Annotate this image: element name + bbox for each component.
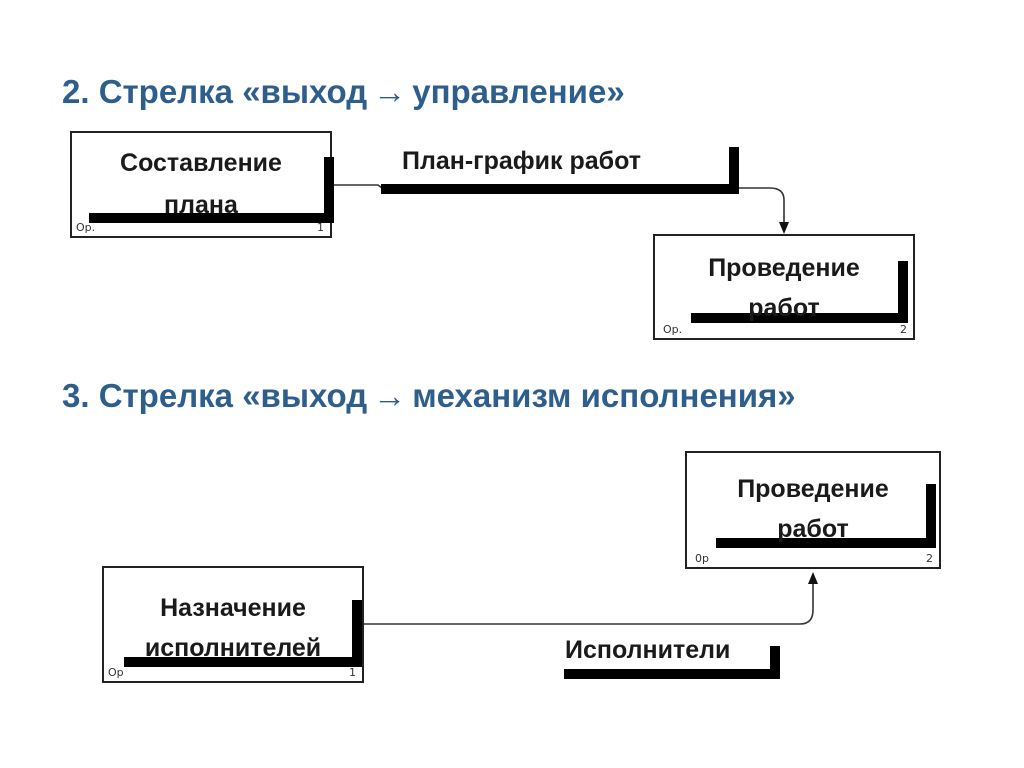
activity-box-plan-drafting-label-line2: плана bbox=[164, 191, 238, 219]
activity-box-plan-drafting: Составление плана Op. 1 bbox=[70, 131, 332, 238]
heading-arrow-icon: → bbox=[373, 377, 407, 414]
heading-output-mechanism-prefix: 3. Стрелка «выход bbox=[62, 377, 368, 414]
heading-output-mechanism: 3. Стрелка «выход→механизм исполнения» bbox=[62, 376, 796, 416]
box-assign-performers-underline-bar bbox=[124, 657, 362, 667]
box-work-execution-1-underline-bar bbox=[691, 313, 908, 323]
box-work-execution-2-underline-bar bbox=[716, 538, 936, 548]
activity-box-assign-performers-op: Op bbox=[108, 666, 124, 679]
activity-box-assign-performers-label-line1: Назначение bbox=[160, 594, 306, 622]
heading-output-control-suffix: управление» bbox=[412, 73, 625, 110]
arrow-label-schedule-underline-bar bbox=[381, 184, 739, 194]
arrowhead-control bbox=[779, 222, 789, 234]
activity-box-plan-drafting-label-line1: Составление bbox=[120, 149, 282, 177]
heading-output-control: 2. Стрелка «выход→управление» bbox=[62, 72, 625, 112]
box-work-execution-1-side-bar bbox=[898, 261, 908, 323]
box-work-execution-2-side-bar bbox=[926, 484, 936, 548]
activity-box-work-execution-2-number: 2 bbox=[926, 552, 933, 565]
activity-box-work-execution-2-label-line2: работ bbox=[777, 515, 849, 543]
arrow-label-schedule: План-график работ bbox=[402, 147, 641, 175]
activity-box-work-execution-1-number: 2 bbox=[900, 323, 907, 336]
activity-box-work-execution-2-op: 0p bbox=[695, 552, 709, 565]
activity-box-work-execution-1-label-line1: Проведение bbox=[708, 254, 860, 282]
heading-arrow-icon: → bbox=[373, 73, 407, 110]
arrow-label-performers: Исполнители bbox=[565, 636, 731, 664]
activity-box-assign-performers-label-line2: исполнителей bbox=[144, 634, 322, 662]
box-plan-drafting-underline-bar bbox=[89, 213, 334, 223]
activity-box-plan-drafting-op: Op. bbox=[76, 221, 96, 234]
activity-box-work-execution-1: Проведение работ Op. 2 bbox=[653, 234, 915, 340]
arrow-label-schedule-side-bar bbox=[729, 147, 739, 194]
activity-box-work-execution-1-op: Op. bbox=[663, 323, 683, 336]
activity-box-assign-performers-number: 1 bbox=[349, 666, 356, 679]
box-assign-performers-side-bar bbox=[352, 600, 362, 667]
arrow-label-performers-side-bar bbox=[770, 646, 780, 679]
arrowhead-mechanism bbox=[808, 572, 818, 584]
activity-box-work-execution-2: Проведение работ 0p 2 bbox=[685, 451, 941, 569]
activity-box-work-execution-1-label-line2: работ bbox=[748, 294, 820, 322]
connector-output-to-mechanism bbox=[362, 584, 814, 625]
heading-output-control-prefix: 2. Стрелка «выход bbox=[62, 73, 368, 110]
activity-box-assign-performers: Назначение исполнителей Op 1 bbox=[102, 566, 364, 683]
heading-output-mechanism-suffix: механизм исполнения» bbox=[412, 377, 796, 414]
activity-box-plan-drafting-number: 1 bbox=[317, 221, 324, 234]
activity-box-work-execution-2-label-line1: Проведение bbox=[737, 475, 889, 503]
arrow-label-performers-underline-bar bbox=[564, 669, 780, 679]
box-plan-drafting-side-bar bbox=[324, 157, 334, 223]
